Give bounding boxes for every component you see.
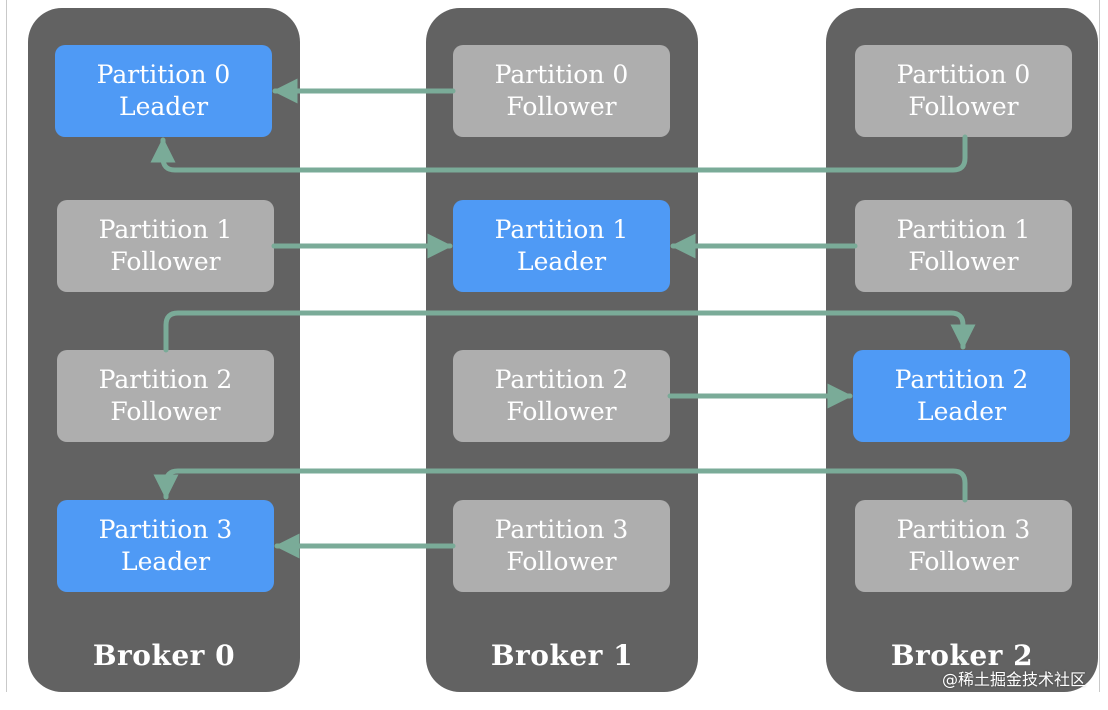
partition-role: Follower [506, 92, 617, 121]
partition-role: Follower [908, 92, 1019, 121]
partition-title: Partition 3 [896, 515, 1031, 544]
partition-role: Follower [110, 247, 221, 276]
diagram-frame [6, 0, 1100, 692]
partition-title: Partition 0 [96, 60, 231, 89]
partition-role: Leader [120, 547, 211, 576]
partition-role: Follower [908, 247, 1019, 276]
broker-2-partition-3-follower: Partition 3 Follower [855, 500, 1072, 592]
partition-role: Follower [908, 547, 1019, 576]
partition-title: Partition 3 [494, 515, 629, 544]
broker-1-partition-1-leader: Partition 1 Leader [453, 200, 670, 292]
partition-role: Leader [916, 397, 1007, 426]
partition-role: Leader [118, 92, 209, 121]
partition-role: Follower [506, 547, 617, 576]
broker-1-partition-3-follower: Partition 3 Follower [453, 500, 670, 592]
broker-2-partition-1-follower: Partition 1 Follower [855, 200, 1072, 292]
broker-0-label: Broker 0 [92, 639, 236, 672]
broker-0-partition-0-leader: Partition 0 Leader [55, 45, 272, 137]
broker-2-label: Broker 2 [890, 639, 1034, 672]
source-watermark: @稀土掘金技术社区 [941, 670, 1086, 689]
partition-title: Partition 0 [494, 60, 629, 89]
broker-0-partition-1-follower: Partition 1 Follower [57, 200, 274, 292]
broker-2-partition-2-leader: Partition 2 Leader [853, 350, 1070, 442]
partition-title: Partition 1 [494, 215, 629, 244]
bottom-margin [0, 692, 1108, 710]
partition-title: Partition 1 [98, 215, 233, 244]
broker-0-partition-2-follower: Partition 2 Follower [57, 350, 274, 442]
partition-role: Follower [506, 397, 617, 426]
partition-role: Leader [516, 247, 607, 276]
broker-2-partition-0-follower: Partition 0 Follower [855, 45, 1072, 137]
broker-1-partition-0-follower: Partition 0 Follower [453, 45, 670, 137]
partition-role: Follower [110, 397, 221, 426]
partition-title: Partition 3 [98, 515, 233, 544]
broker-0-partition-3-leader: Partition 3 Leader [57, 500, 274, 592]
partition-title: Partition 2 [494, 365, 629, 394]
broker-1-label: Broker 1 [490, 639, 634, 672]
broker-1-partition-2-follower: Partition 2 Follower [453, 350, 670, 442]
partition-title: Partition 2 [98, 365, 233, 394]
partition-title: Partition 1 [896, 215, 1031, 244]
partition-title: Partition 2 [894, 365, 1029, 394]
partition-title: Partition 0 [896, 60, 1031, 89]
